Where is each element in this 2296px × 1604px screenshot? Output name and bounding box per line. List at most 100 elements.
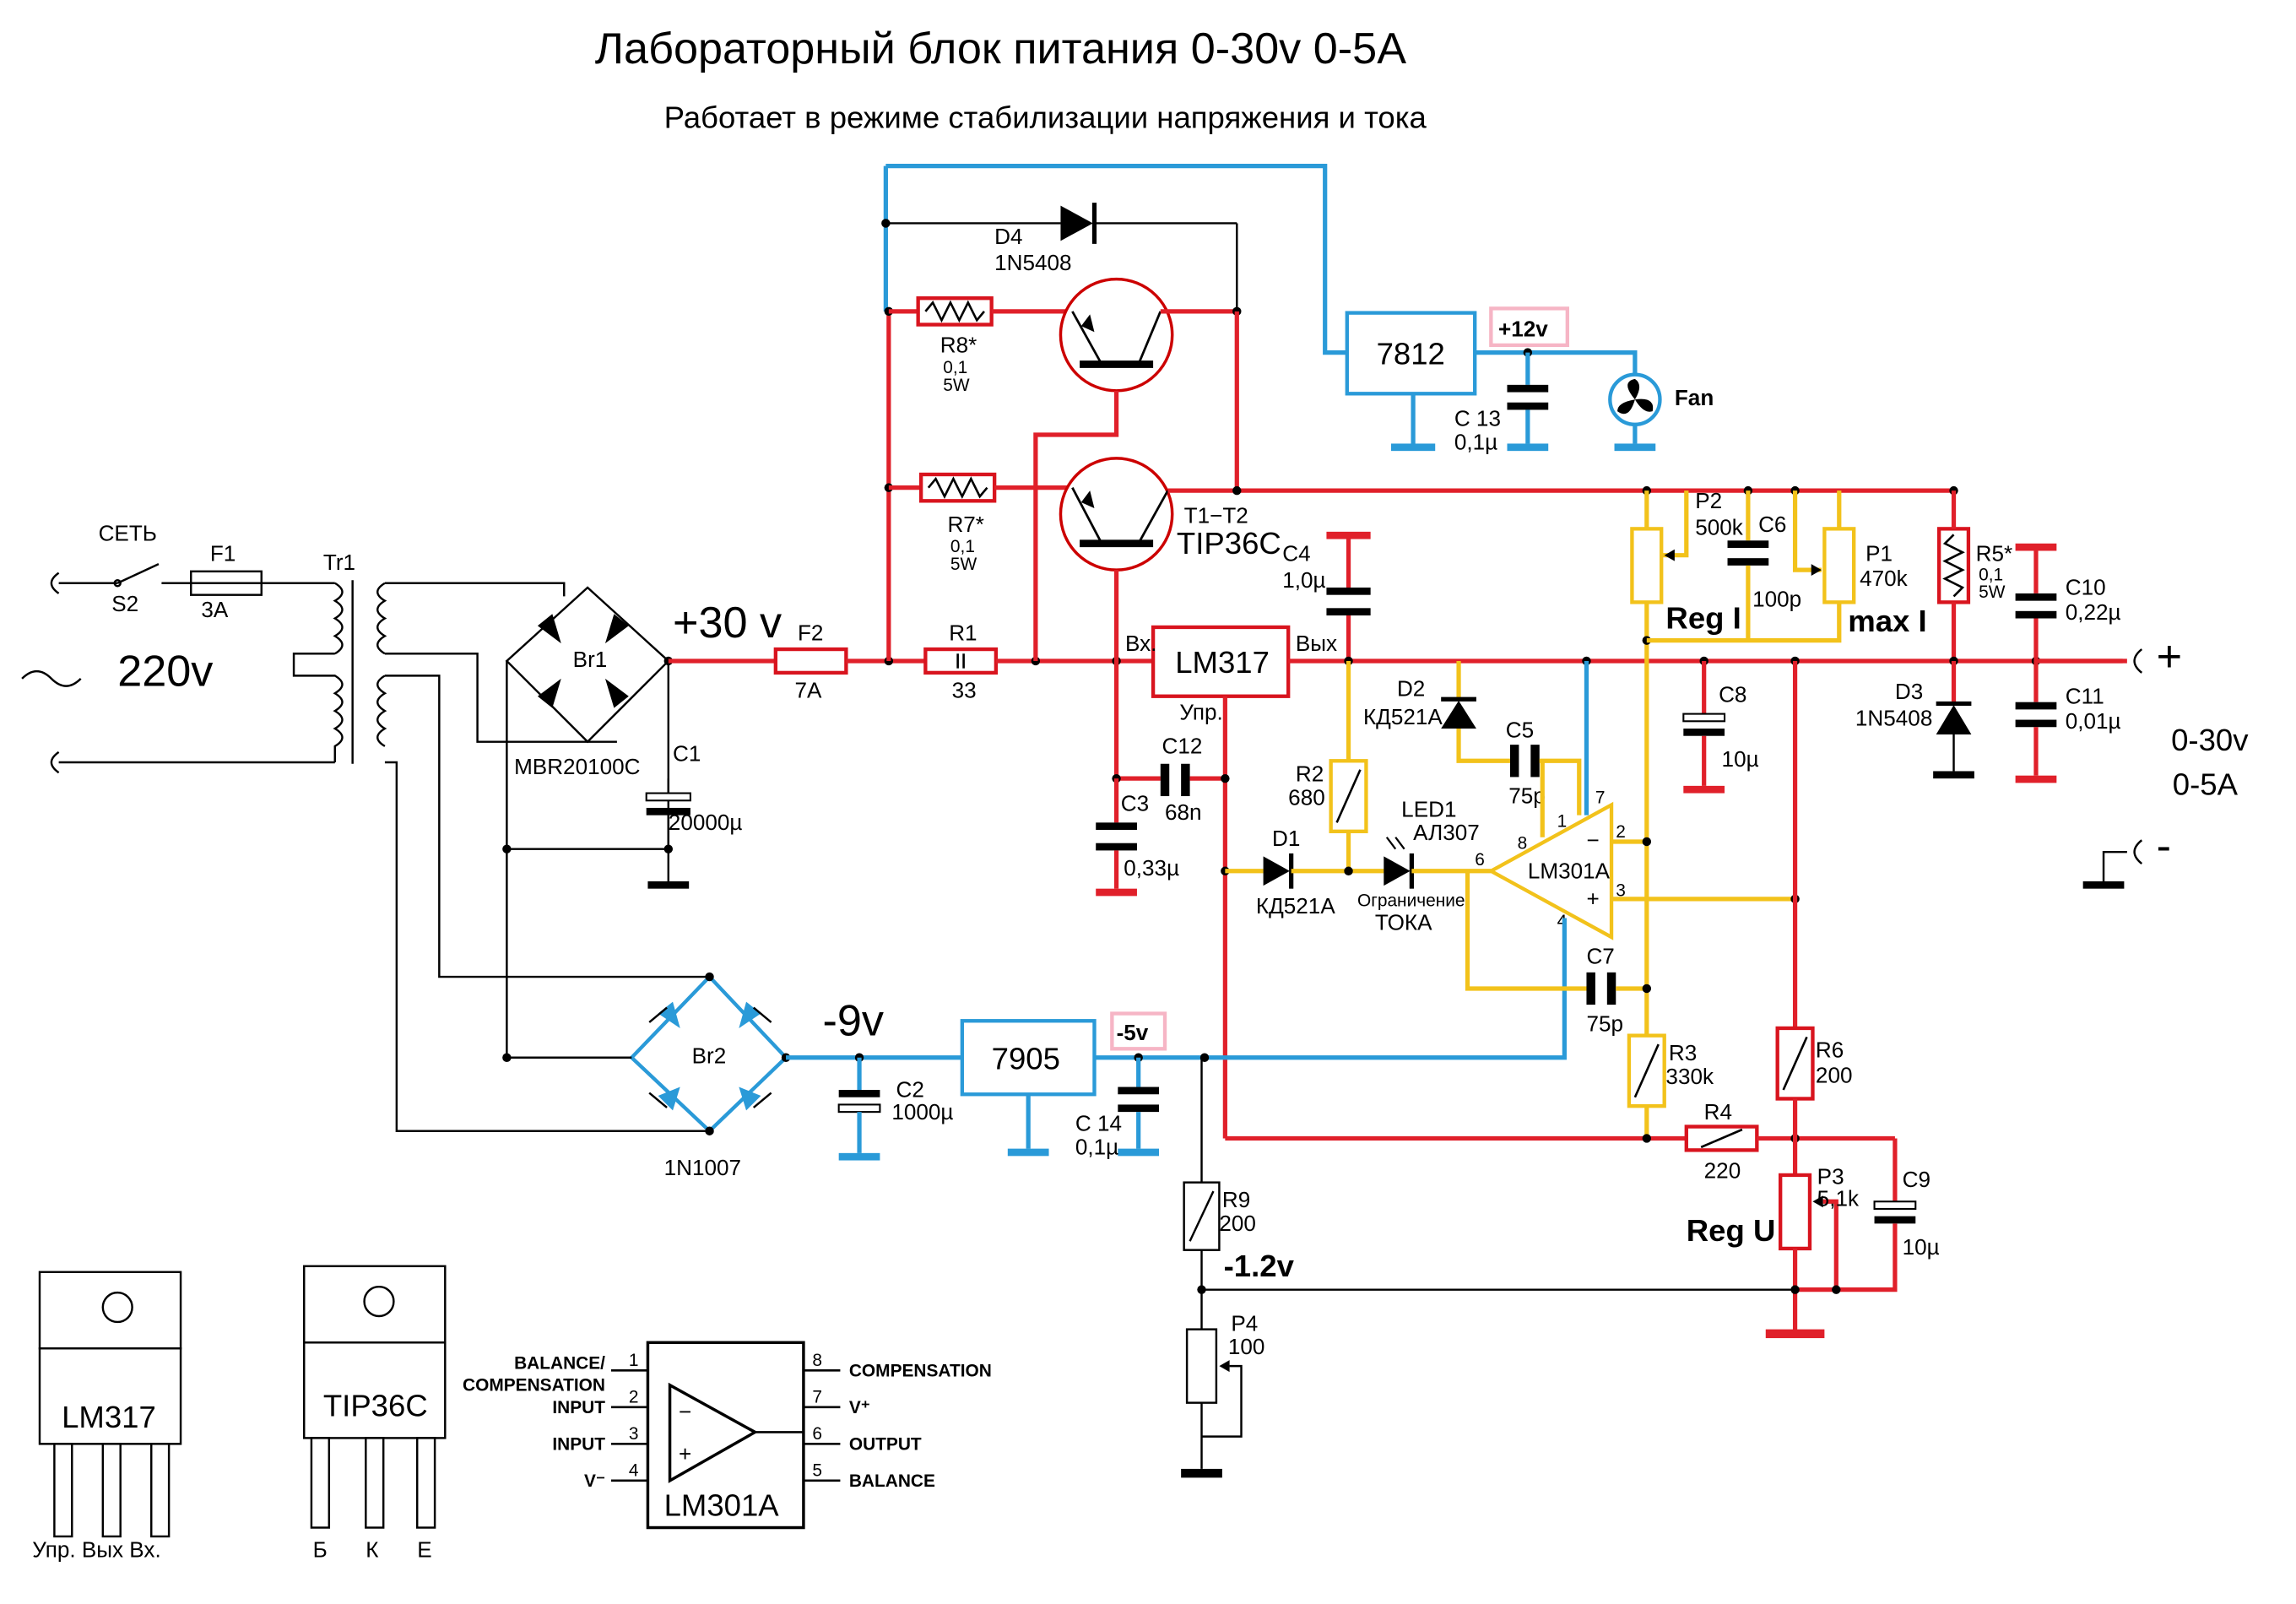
svg-text:СЕТЬ: СЕТЬ (99, 520, 157, 545)
output-plus: + (2157, 632, 2182, 681)
capacitor-c14: C 14 0,1µ (1075, 1057, 1160, 1160)
svg-text:200: 200 (1816, 1062, 1853, 1087)
svg-text:20000µ: 20000µ (669, 810, 743, 835)
svg-text:2: 2 (1616, 822, 1626, 842)
svg-text:0,1µ: 0,1µ (1454, 429, 1497, 454)
capacitor-c6: C6 100p (1727, 512, 1801, 641)
svg-text:TIP36C: TIP36C (1177, 526, 1281, 561)
transformer-tr1: Tr1 (292, 550, 710, 1132)
svg-text:+12v: +12v (1498, 316, 1548, 341)
svg-text:F2: F2 (798, 620, 823, 646)
svg-text:R1: R1 (949, 620, 977, 646)
svg-text:Br2: Br2 (692, 1043, 727, 1069)
svg-text:Упр. Вых Вх.: Упр. Вых Вх. (32, 1536, 160, 1562)
svg-text:R2: R2 (1296, 761, 1324, 787)
svg-text:1: 1 (1557, 812, 1568, 832)
diode-d1: D1 КД521А (1256, 826, 1335, 919)
svg-text:5,1k: 5,1k (1817, 1185, 1860, 1211)
capacitor-c12: C12 68n (1160, 734, 1203, 825)
pot-p4: P4 100 (1185, 1310, 1264, 1438)
svg-text:Br1: Br1 (573, 647, 608, 672)
lm301a-pin-label: V⁺ (849, 1398, 870, 1417)
svg-text:C 13: C 13 (1454, 406, 1501, 431)
svg-text:R5*: R5* (1976, 541, 2013, 566)
capacitor-c7: C7 75p (1586, 943, 1623, 1036)
capacitor-c4: C4 1,0µ (1282, 531, 1371, 661)
bridge-br1: Br1 MBR20100C (502, 586, 674, 1062)
package-lm317: LM317 Упр. Вых Вх. (32, 1271, 182, 1562)
lm301a-pin-number: 6 (812, 1424, 822, 1444)
rail-minus5-badge: -5v (1110, 1011, 1167, 1051)
svg-text:220v: 220v (117, 648, 213, 696)
svg-text:R8*: R8* (940, 333, 977, 358)
svg-text:1,0µ: 1,0µ (1282, 567, 1325, 593)
svg-text:5W: 5W (950, 555, 977, 574)
svg-text:D3: D3 (1895, 679, 1923, 704)
capacitor-c11: C11 0,01µ (2015, 660, 2121, 783)
svg-text:R7*: R7* (947, 512, 984, 537)
diode-d4: D4 1N5408 (994, 203, 1097, 275)
svg-text:330k: 330k (1665, 1064, 1714, 1089)
svg-text:68n: 68n (1165, 799, 1202, 825)
svg-text:Упр.: Упр. (1179, 700, 1222, 725)
svg-text:C8: C8 (1719, 682, 1746, 707)
svg-text:470k: 470k (1860, 566, 1909, 591)
regulator-lm317: LM317 Вх. Вых Упр. (1125, 625, 1337, 725)
svg-text:P2: P2 (1695, 488, 1722, 513)
svg-text:-1.2v: -1.2v (1224, 1249, 1295, 1283)
resistor-r7: R7* 0,1 5W (918, 472, 997, 574)
svg-text:D4: D4 (994, 224, 1022, 249)
svg-text:Е: Е (417, 1536, 431, 1562)
svg-text:LM317: LM317 (62, 1400, 156, 1434)
svg-text:0,1: 0,1 (943, 358, 967, 377)
ac-tilde-icon (21, 669, 82, 687)
svg-text:R4: R4 (1704, 1099, 1732, 1124)
output-terminals: + - 0-30v 0-5A (2035, 632, 2249, 889)
svg-text:0,33µ: 0,33µ (1124, 855, 1179, 881)
svg-text:3A: 3A (201, 597, 229, 622)
mains-input: СЕТЬ S2 F1 3A 220v (21, 520, 335, 774)
diode-d3: D3 1N5408 (1855, 660, 1974, 779)
svg-text:АЛ307: АЛ307 (1413, 820, 1480, 845)
lm301a-pin-number: 3 (629, 1424, 639, 1444)
svg-text:КД521А: КД521А (1363, 704, 1443, 729)
svg-text:680: 680 (1288, 784, 1325, 810)
svg-text:C 14: C 14 (1075, 1111, 1122, 1136)
svg-text:-9v: -9v (823, 997, 885, 1046)
svg-text:MBR20100C: MBR20100C (514, 754, 640, 779)
resistor-r1: R1 33 (923, 620, 999, 702)
svg-text:220: 220 (1704, 1157, 1741, 1183)
led-led1: LED1 АЛ307 Ограничение ТОКА (1357, 796, 1480, 935)
svg-text:0-30v: 0-30v (2171, 723, 2249, 757)
svg-text:0,22µ: 0,22µ (2066, 599, 2121, 625)
svg-text:1N5408: 1N5408 (994, 250, 1071, 275)
svg-text:R3: R3 (1669, 1040, 1697, 1065)
svg-text:C12: C12 (1162, 734, 1203, 759)
svg-text:C10: C10 (2066, 575, 2106, 600)
package-lm301a: − + LM301A 1BALANCE/COMPENSATION2INPUT3I… (463, 1341, 992, 1530)
lm301a-pin-number: 5 (812, 1461, 822, 1481)
regulator-7812: 7812 (1345, 311, 1477, 452)
svg-text:P1: P1 (1866, 541, 1893, 566)
svg-text:1N1007: 1N1007 (664, 1155, 741, 1180)
output-minus: - (2157, 822, 2171, 871)
svg-text:Reg I: Reg I (1665, 601, 1741, 636)
pot-p1: P1 470k max I (1811, 527, 1927, 638)
lm301a-pin-label: OUTPUT (849, 1434, 922, 1454)
lm301a-pin-number: 1 (629, 1351, 639, 1370)
lm301a-pin-label: BALANCE (849, 1471, 935, 1491)
svg-text:75p: 75p (1508, 783, 1546, 809)
svg-text:4: 4 (1557, 912, 1568, 931)
resistor-r9: R9 200 (1183, 1181, 1256, 1251)
transistor-t1 (1059, 277, 1174, 393)
capacitor-c13: C 13 0,1µ (1454, 352, 1549, 454)
resistor-r8: R8* 0,1 5W (916, 296, 994, 395)
svg-text:+: + (679, 1441, 691, 1466)
svg-text:F1: F1 (210, 541, 236, 566)
svg-text:Reg U: Reg U (1687, 1213, 1776, 1248)
svg-text:−: − (1586, 827, 1599, 853)
svg-text:LED1: LED1 (1401, 796, 1456, 821)
svg-text:C4: C4 (1282, 541, 1310, 566)
